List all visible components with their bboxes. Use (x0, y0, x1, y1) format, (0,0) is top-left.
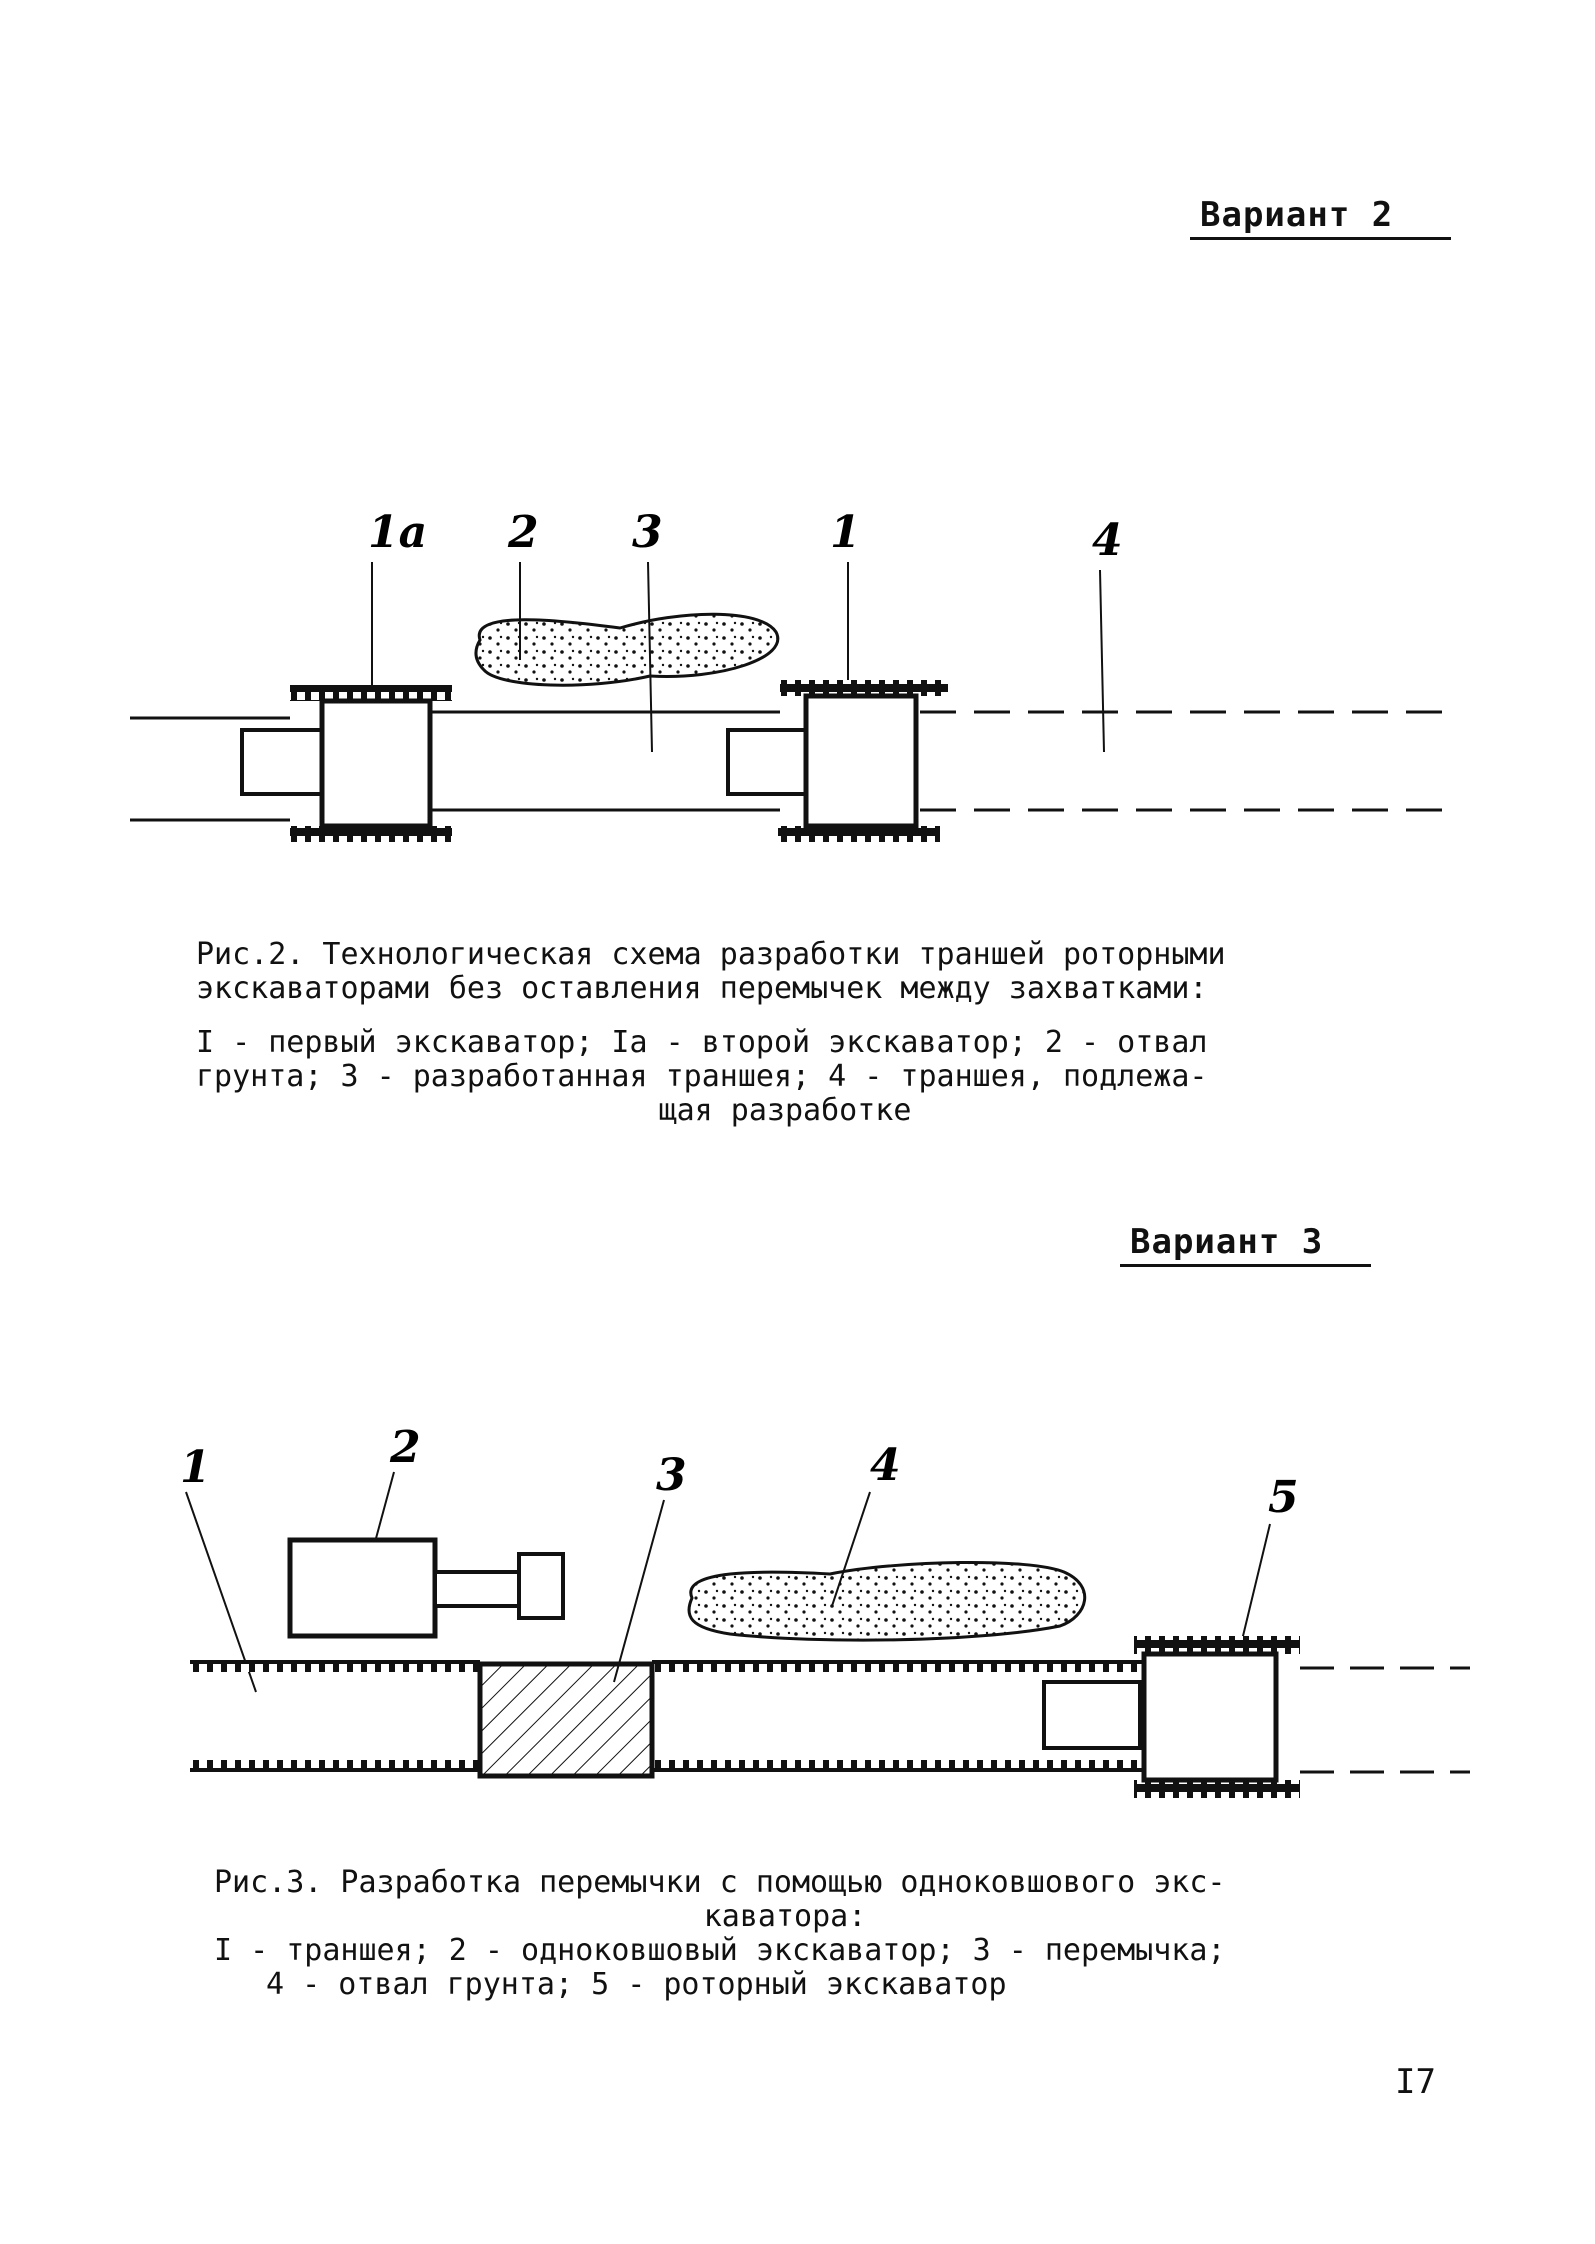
fig3-leader-3 (613, 1499, 665, 1683)
excavator-1-boom (726, 728, 814, 796)
excavator-1-track-bottom (778, 826, 940, 842)
jumper-3 (477, 1661, 655, 1779)
trench-wall-bottom-left (190, 1760, 480, 1772)
excavator-5-track-top (1134, 1636, 1300, 1654)
fig3-leader-1 (185, 1491, 257, 1693)
fig3-label-5: 5 (1268, 1472, 1299, 1523)
fig3-label-4: 4 (870, 1440, 901, 1491)
figure-2-diagram: 1а 2 3 1 4 (130, 507, 1450, 842)
excavator-1a-body (319, 698, 433, 829)
variant-3-heading: Вариант 3 (1120, 1222, 1371, 1267)
excavator-1a-track-top (290, 685, 452, 701)
fig3-legend-2: 4 - отвал грунта; 5 - роторный экскавато… (266, 1967, 1007, 2002)
fig3-label-1: 1 (180, 1442, 211, 1493)
excavator-1a-boom (240, 728, 328, 796)
excavator-1a (240, 685, 452, 842)
excavator-1a-track-bottom (290, 826, 452, 842)
fig2-legend-3: щая разработке (658, 1093, 912, 1128)
fig2-label-1a: 1а (368, 507, 427, 558)
excavator-5-track-bottom (1134, 1780, 1300, 1798)
excavator-1-track-top (780, 680, 948, 696)
spoil-pile-4 (687, 1560, 1086, 1642)
fig3-legend-1: I - траншея; 2 - одноковшовый экскаватор… (214, 1933, 1226, 1968)
rotary-excavator-5 (1042, 1636, 1300, 1798)
spoil-pile-2 (474, 612, 780, 687)
fig2-label-4: 4 (1092, 515, 1123, 566)
trench-wall-top-right (652, 1660, 1142, 1672)
variant-2-heading: Вариант 2 (1190, 195, 1451, 240)
fig3-label-2: 2 (389, 1422, 421, 1473)
fig2-label-2: 2 (507, 507, 539, 558)
fig3-label-3: 3 (656, 1450, 687, 1501)
trench-wall-top-left (190, 1660, 480, 1672)
single-bucket-excavator-2 (287, 1537, 565, 1639)
excavator-2-arm (433, 1570, 521, 1608)
fig2-label-1: 1 (830, 507, 861, 558)
fig2-legend-2: грунта; 3 - разработанная траншея; 4 - т… (196, 1059, 1208, 1094)
excavator-1 (726, 680, 948, 842)
trench-wall-bottom-right (652, 1760, 1142, 1772)
fig2-leader-4 (1099, 569, 1105, 753)
excavator-2-body (287, 1537, 438, 1639)
fig2-legend-1: I - первый экскаватор; Iа - второй экска… (196, 1025, 1208, 1060)
figure-3-diagram: 1 2 3 4 5 (180, 1422, 1470, 1798)
fig3-caption-title-1: Рис.3. Разработка перемычки с помощью од… (214, 1865, 1226, 1900)
fig3-caption-title-2: каватора: (703, 1899, 867, 1934)
excavator-5-boom (1042, 1680, 1142, 1750)
fig2-caption-title-1: Рис.2. Технологическая схема разработки … (196, 937, 1226, 972)
excavator-5-body (1141, 1651, 1279, 1783)
fig2-caption-title-2: экскаваторами без оставления перемычек м… (196, 971, 1208, 1006)
fig2-label-3: 3 (632, 507, 663, 558)
excavator-2-bucket (517, 1552, 565, 1620)
excavator-1-body (803, 693, 919, 829)
page-number: I7 (1395, 2062, 1436, 2102)
